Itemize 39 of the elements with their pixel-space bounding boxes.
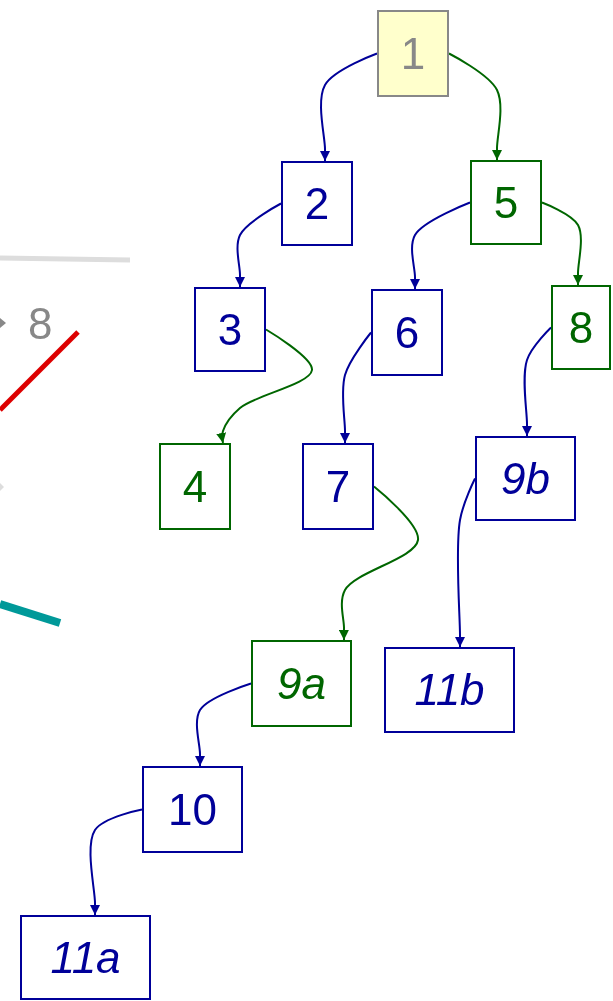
box-number: 7 [325,464,351,509]
box-number: 1 [400,31,426,76]
curved-arrow [235,202,282,288]
number-box [551,285,611,370]
curved-arrow [522,326,552,437]
number-box [281,161,353,246]
number-box [475,436,576,521]
box-number: 5 [493,180,519,225]
curved-arrow [448,52,502,161]
number-box [371,289,443,376]
box-number: 6 [394,310,420,355]
number-box [384,647,515,733]
box-number: 8 [568,305,594,350]
box-number: 9b [501,456,550,501]
number-label: 8 [28,302,53,346]
curved-arrow [541,201,583,286]
box-number: 4 [182,464,208,509]
number-box [470,160,542,245]
box-number: 11b [414,668,485,712]
number-box [159,443,231,530]
box-number: 3 [217,307,243,352]
curved-arrow [340,331,372,444]
curved-arrow [410,201,471,290]
box-number: 9a [277,661,326,706]
curved-arrow [455,477,476,648]
curved-arrow [89,808,143,916]
curved-arrow [320,52,378,162]
box-number: 11a [50,935,121,980]
number-box [20,915,151,1000]
number-box [194,287,266,372]
box-number: 2 [304,181,330,226]
box-number: 10 [168,787,217,832]
curved-arrow [338,485,419,641]
number-box [302,443,374,530]
number-box [142,766,243,853]
curved-arrow [195,682,252,767]
number-box [377,10,449,97]
number-box [251,640,352,727]
curved-arrow [216,328,313,444]
